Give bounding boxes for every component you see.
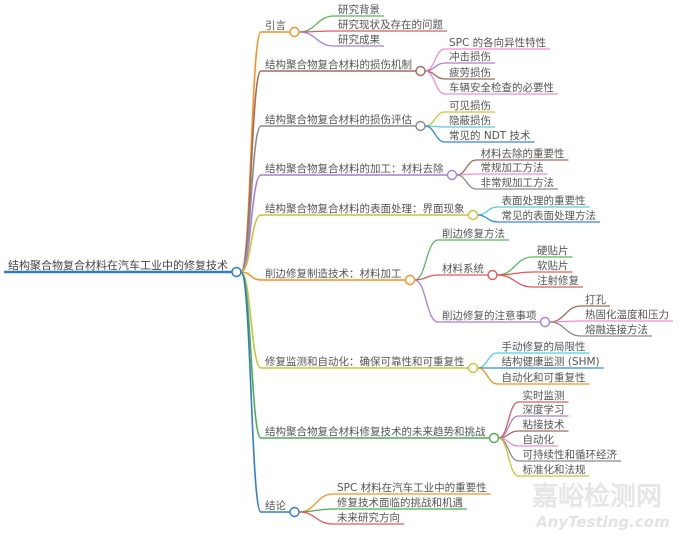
connector-line [298, 511, 334, 525]
connector-line [496, 271, 534, 276]
child-topic[interactable]: 未来研究方向 [337, 511, 400, 524]
child-topic[interactable]: 冲击损伤 [449, 50, 491, 63]
child-topic[interactable]: 手动修复的局限性 [502, 340, 586, 353]
child-topic[interactable]: 常见的表面处理方法 [502, 209, 597, 222]
child-topic[interactable]: 常见的 NDT 技术 [449, 129, 531, 142]
child-topic[interactable]: 非常规加工方法 [481, 176, 555, 189]
collapse-toggle-icon[interactable] [467, 362, 479, 374]
child-topic[interactable]: 常规加工方法 [481, 161, 544, 174]
connector-line [240, 31, 262, 273]
connector-line [414, 274, 439, 281]
connector-line [240, 271, 262, 281]
child-topic[interactable]: 隐蔽损伤 [449, 114, 491, 127]
main-topic[interactable]: 结构聚合物复合材料修复技术的未来趋势和挑战 [265, 425, 486, 438]
connector-line [424, 125, 446, 143]
child-topic[interactable]: 热固化温度和压力 [585, 308, 669, 321]
child-topic[interactable]: 削边修复方法 [442, 227, 505, 240]
connector-line [424, 111, 446, 127]
child-topic[interactable]: 标准化和法规 [523, 463, 586, 476]
child-topic[interactable]: SPC 的各向异性特性 [449, 36, 546, 49]
connector-line [298, 31, 335, 47]
child-topic[interactable]: 可持续性和循环经济 [523, 448, 618, 461]
child-topic[interactable]: 打孔 [585, 293, 606, 306]
connector-line [240, 174, 262, 273]
main-topic[interactable]: 结构聚合物复合材料的表面处理：界面现象 [265, 202, 465, 215]
child-topic[interactable]: 研究背景 [338, 3, 380, 16]
connector-line [240, 125, 262, 273]
child-topic[interactable]: 自动化和可重复性 [502, 371, 586, 384]
child-topic[interactable]: 自动化 [523, 433, 555, 446]
connector-line [477, 367, 498, 385]
child-topic[interactable]: SPC 材料在汽车工业中的重要性 [337, 481, 487, 494]
main-topic[interactable]: 结构聚合物复合材料的损伤机制 [265, 58, 412, 71]
collapse-toggle-icon[interactable] [539, 316, 551, 328]
child-topic[interactable]: 疲劳损伤 [449, 66, 491, 79]
connector-line [298, 508, 334, 513]
connector-line [240, 214, 262, 273]
connector-line [498, 401, 519, 439]
child-topic[interactable]: 结构健康监测 (SHM) [502, 355, 600, 368]
child-topic[interactable]: 修复技术面临的挑战和机遇 [337, 496, 463, 509]
connector-line [240, 271, 262, 513]
watermark-logo-text: 嘉峪检测网 [532, 482, 663, 512]
collapse-toggle-icon[interactable] [404, 274, 416, 286]
collapse-toggle-icon[interactable] [487, 269, 498, 281]
connector-line [477, 206, 498, 216]
connector-line [498, 437, 519, 477]
watermark-url: AnyTesting.com [536, 513, 670, 531]
child-topic[interactable]: 材料系统 [442, 262, 484, 275]
collapse-toggle-icon[interactable] [289, 26, 300, 38]
main-topic[interactable]: 结论 [265, 499, 286, 512]
child-topic[interactable]: 软贴片 [537, 259, 569, 272]
connector-line [240, 271, 262, 439]
child-topic[interactable]: 研究成果 [338, 33, 380, 46]
root-topic[interactable]: 结构聚合物复合材料在汽车工业中的修复技术 [8, 258, 228, 272]
collapse-toggle-icon[interactable] [289, 506, 300, 518]
collapse-toggle-icon[interactable] [415, 120, 426, 132]
collapse-toggle-icon[interactable] [446, 169, 458, 181]
child-topic[interactable]: 注射修复 [537, 274, 579, 287]
child-topic[interactable]: 可见损伤 [449, 99, 491, 112]
collapse-toggle-icon[interactable] [415, 65, 426, 77]
main-topic[interactable]: 结构聚合物复合材料的损伤评估 [265, 113, 412, 126]
child-topic[interactable]: 硬贴片 [537, 244, 569, 257]
child-topic[interactable]: 熔融连接方法 [585, 323, 648, 336]
child-topic[interactable]: 材料去除的重要性 [481, 147, 565, 160]
connector-line [549, 305, 582, 323]
connector-line [456, 174, 477, 190]
child-topic[interactable]: 车辆安全检查的必要性 [449, 81, 554, 94]
connector-line [549, 321, 582, 337]
main-topic[interactable]: 修复监测和自动化：确保可靠性和可重复性 [265, 355, 465, 368]
main-topic[interactable]: 结构聚合物复合材料的加工：材料去除 [265, 162, 444, 175]
child-topic[interactable]: 削边修复的注意事项 [442, 309, 537, 322]
collapse-toggle-icon[interactable] [231, 266, 242, 278]
connector-line [414, 239, 439, 281]
connector-line [477, 214, 498, 223]
connector-line [424, 70, 446, 95]
child-topic[interactable]: 实时监测 [523, 389, 565, 402]
connector-line [456, 159, 477, 176]
child-topic[interactable]: 表面处理的重要性 [502, 194, 586, 207]
connector-line [477, 352, 498, 369]
collapse-toggle-icon[interactable] [488, 432, 500, 444]
connector-line [298, 15, 335, 33]
main-topic[interactable]: 削边修复制造技术：材料加工 [265, 267, 402, 280]
child-topic[interactable]: 粘接技术 [523, 418, 565, 431]
collapse-toggle-icon[interactable] [467, 209, 479, 221]
child-topic[interactable]: 研究现状及存在的问题 [338, 18, 443, 31]
child-topic[interactable]: 深度学习 [523, 403, 565, 416]
connector-line [414, 279, 439, 323]
main-topic[interactable]: 引言 [265, 19, 286, 32]
connector-line [496, 274, 534, 288]
